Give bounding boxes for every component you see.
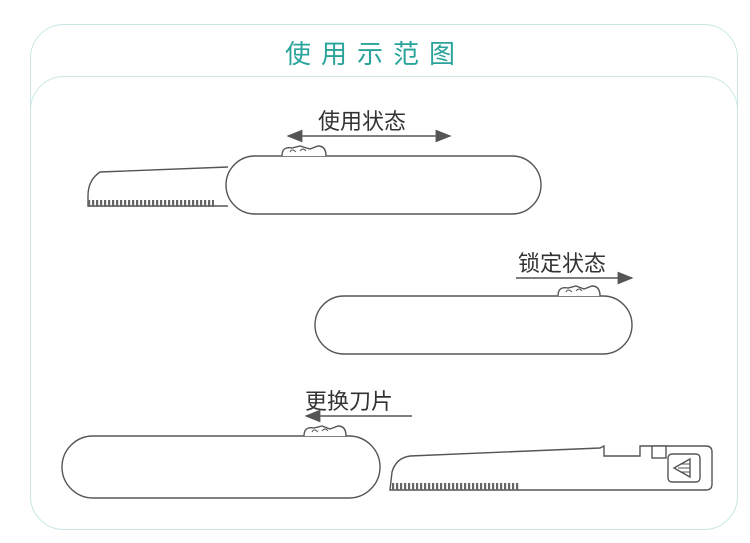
trimmer-handle-detached: [61, 425, 381, 499]
step-label-lock: 锁定状态: [518, 252, 607, 277]
blade-cartridge: [389, 444, 713, 491]
trimmer-in-use: [87, 145, 542, 215]
trimmer-locked: [314, 285, 633, 355]
page-title: 使用示范图: [284, 40, 465, 70]
